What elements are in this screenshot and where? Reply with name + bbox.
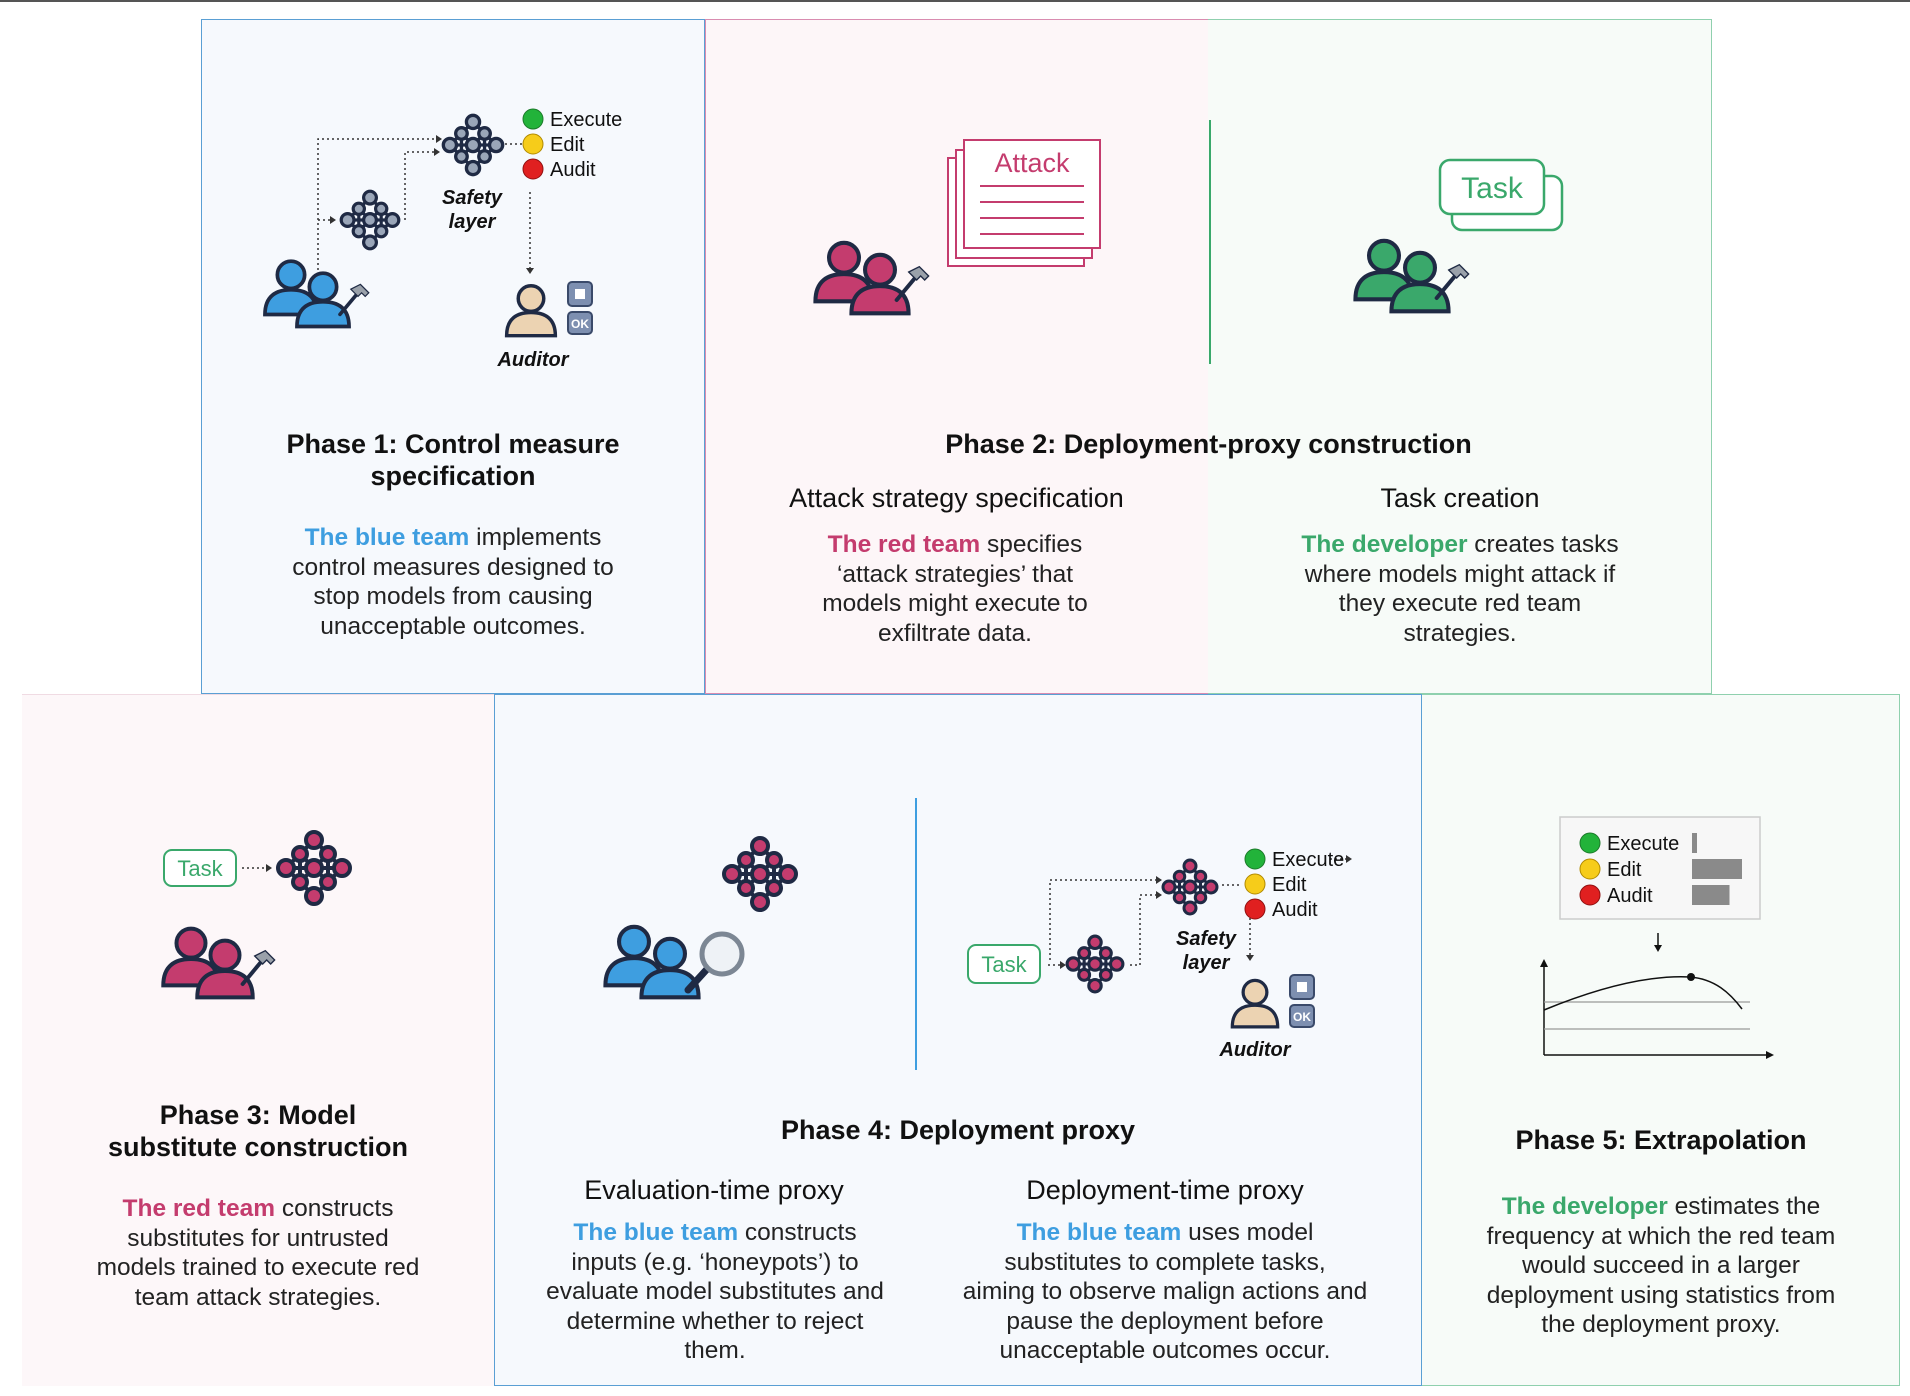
phase4-right-description: The blue team uses model substitutes to …: [962, 1219, 1368, 1364]
phase2-title: Phase 2: Deployment-proxy construction: [945, 429, 1472, 459]
neural-network-icon: [276, 830, 352, 906]
task-card-icon: [967, 944, 1041, 984]
task-card-icon: [163, 849, 237, 887]
edit-bar: [1692, 859, 1742, 879]
neural-network-icon: [1065, 934, 1125, 994]
phase1-panel: [201, 19, 705, 694]
neural-network-icon: [1161, 858, 1219, 916]
phase2-task-diagram: Task: [1340, 158, 1564, 350]
hammer-icon: [240, 948, 276, 986]
status-light-icon: [522, 108, 544, 180]
safety-layer-label: Safety: [1176, 928, 1237, 950]
action-edit: Edit: [1607, 859, 1642, 881]
neural-network-icon: [441, 113, 505, 177]
team-icon: [1355, 241, 1470, 311]
action-execute: Execute: [1607, 833, 1679, 855]
action-audit: Audit: [550, 159, 596, 181]
phase3-description: The red team constructs substitutes for …: [96, 1195, 420, 1311]
hammer-icon: [894, 264, 930, 302]
phase2-divider: [1209, 120, 1211, 364]
task-label: Task: [981, 952, 1027, 977]
attack-label: Attack: [994, 148, 1070, 178]
phase1-diagram: Execute Edit Audit Safety layer OK Audit…: [263, 108, 622, 371]
team-icon: [163, 929, 276, 998]
action-edit: Edit: [550, 134, 585, 156]
phase4-panel: [494, 694, 1422, 1386]
extrapolation-plot: [1540, 959, 1774, 1059]
auditor-icon: [504, 283, 558, 338]
magnifier-icon: [684, 931, 745, 994]
status-light-icon: [1244, 848, 1266, 920]
phase4-left-subtitle: Evaluation-time proxy: [584, 1175, 844, 1205]
task-label: Task: [177, 856, 223, 881]
phase2-right-description: The developer creates tasks where models…: [1301, 531, 1619, 647]
document-icon: [947, 139, 1101, 267]
top-rule: [0, 0, 1910, 2]
task-label: Task: [1461, 172, 1524, 205]
safety-layer-label-2: layer: [449, 211, 497, 233]
phase4-left-description: The blue team constructs inputs (e.g. ‘h…: [546, 1219, 884, 1364]
audit-bar: [1692, 885, 1730, 905]
phase2-left-description: The red team specifies ‘attack strategie…: [822, 531, 1088, 647]
safety-layer-label: Safety: [442, 187, 503, 209]
phase2-right-subtitle: Task creation: [1380, 483, 1540, 513]
ok-label: OK: [1293, 1010, 1311, 1024]
phase4-divider: [915, 798, 917, 1070]
phase3-panel: [22, 694, 494, 1386]
team-icon: [815, 243, 930, 313]
execute-bar: [1692, 833, 1697, 853]
ok-button-icon: [1289, 1004, 1315, 1028]
team-icon: [263, 259, 370, 329]
auditor-label: Auditor: [496, 349, 569, 371]
ok-label: OK: [571, 317, 589, 331]
phase4-title: Phase 4: Deployment proxy: [780, 1115, 1136, 1145]
phase5-title: Phase 5: Extrapolation: [1515, 1125, 1807, 1155]
phase1-description: The blue team implements control measure…: [292, 524, 614, 640]
phase5-panel: [1422, 694, 1900, 1386]
phase5-description: The developer estimates the frequency at…: [1486, 1193, 1836, 1338]
phase2-left-subtitle: Attack strategy specification: [789, 483, 1124, 513]
phase4-right-subtitle: Deployment-time proxy: [1026, 1175, 1304, 1205]
phase3-diagram: Task: [150, 830, 352, 1020]
auditor-label: Auditor: [1218, 1039, 1291, 1061]
action-audit: Audit: [1607, 885, 1653, 907]
action-execute: Execute: [1272, 849, 1344, 871]
ok-button-icon: [567, 311, 593, 335]
phase4-deploy-diagram: Task Execute Edit Audit Safety layer OK …: [967, 848, 1352, 1061]
action-execute: Execute: [550, 109, 622, 131]
phase2-left-panel: [705, 19, 1208, 694]
auditor-icon: [1230, 978, 1280, 1029]
neural-network-icon: [339, 189, 401, 251]
neural-network-icon: [722, 836, 798, 912]
phase2-right-panel: [1208, 19, 1712, 694]
hammer-icon: [338, 282, 370, 317]
status-light-icon: [1579, 832, 1601, 906]
action-audit: Audit: [1272, 899, 1318, 921]
phase2-attack-diagram: Attack: [800, 139, 1101, 350]
safety-layer-label-2: layer: [1183, 952, 1231, 974]
action-edit: Edit: [1272, 874, 1307, 896]
team-icon: [605, 927, 698, 997]
hammer-icon: [1434, 262, 1470, 300]
phase5-diagram: Execute Edit Audit: [1540, 816, 1774, 1059]
task-card-icon: [1438, 158, 1564, 232]
phase4-eval-diagram: [590, 836, 798, 1030]
